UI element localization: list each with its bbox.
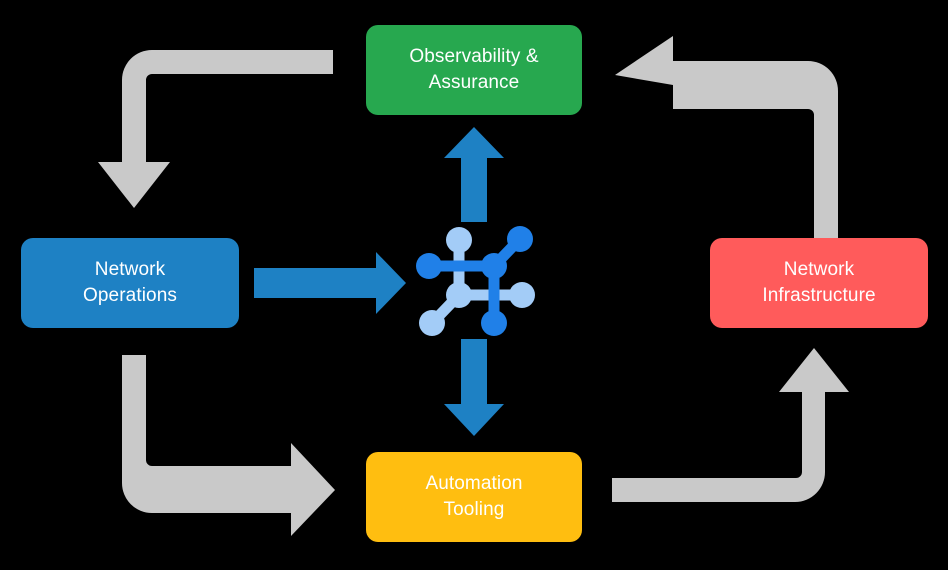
node-topright-dark	[507, 226, 533, 252]
node-top-light	[446, 227, 472, 253]
node-bottomleft-light	[419, 310, 445, 336]
node-hub-light	[446, 282, 472, 308]
connector-center-to-automation	[444, 339, 504, 436]
connector-center-to-observability	[444, 127, 504, 222]
node-label-automation-tooling: Automation Tooling	[425, 473, 523, 520]
node-box-automation-tooling[interactable]: Automation Tooling	[366, 452, 582, 542]
node-right-light	[509, 282, 535, 308]
node-label-network-infrastructure: Network Infrastructure	[762, 259, 876, 306]
node-box-observability-assurance[interactable]: Observability & Assurance	[366, 25, 582, 115]
connector-ops-to-automation	[122, 355, 335, 536]
node-bottom-dark	[481, 310, 507, 336]
network-icon-dark-nodes	[416, 226, 533, 336]
network-icon-light-nodes	[419, 227, 535, 336]
node-label-observability-assurance: Observability & Assurance	[409, 46, 539, 93]
node-label-network-operations: Network Operations	[83, 259, 177, 306]
connector-automation-to-infrastructure	[612, 348, 849, 502]
node-left-dark	[416, 253, 442, 279]
node-box-network-operations[interactable]: Network Operations	[21, 238, 239, 328]
connector-observability-to-ops	[98, 50, 333, 208]
node-center-dark	[481, 253, 507, 279]
connector-infrastructure-to-observability	[615, 36, 838, 238]
connector-ops-to-center	[254, 252, 406, 314]
node-box-network-infrastructure[interactable]: Network Infrastructure	[710, 238, 928, 328]
